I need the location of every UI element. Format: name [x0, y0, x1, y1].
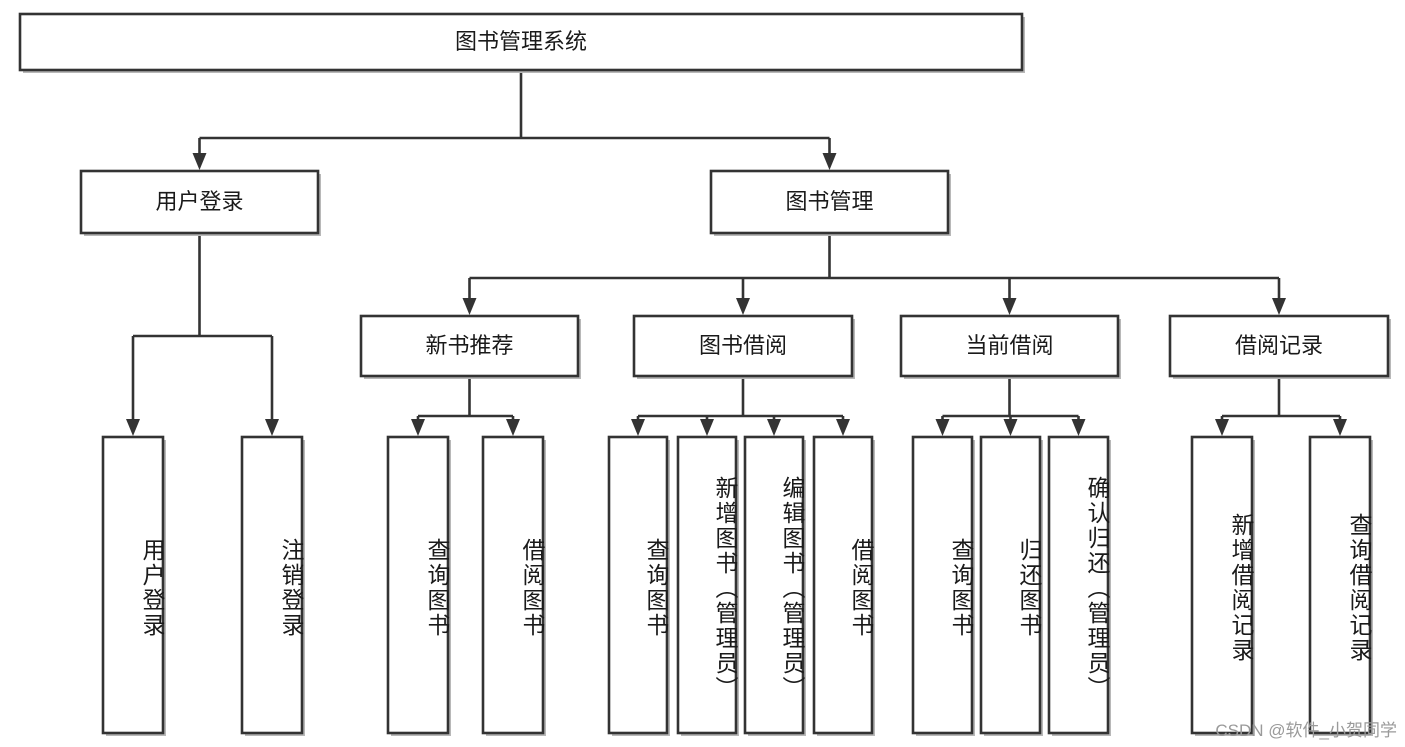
- node-leaf-query-book-1: [386, 435, 450, 735]
- label-borrow-record: 借阅记录: [1235, 333, 1323, 358]
- arrow-to-borrow-record: [1272, 298, 1286, 315]
- arrow-to-leaf-query-book-2: [631, 419, 645, 436]
- label-user-login: 用户登录: [155, 189, 243, 214]
- label-new-book-recommend: 新书推荐: [425, 333, 513, 358]
- node-box-layer: [18, 12, 1391, 736]
- node-book-borrow: [632, 314, 854, 378]
- arrow-to-leaf-borrow-book-2: [836, 419, 850, 436]
- node-leaf-query-record: [1308, 435, 1372, 735]
- node-leaf-edit-book: [743, 435, 805, 735]
- arrow-to-leaf-user-logout: [265, 419, 279, 436]
- node-root: [18, 12, 1024, 72]
- arrow-to-user-login: [192, 153, 207, 170]
- node-user-login: [79, 169, 320, 235]
- node-leaf-confirm-return: [1047, 435, 1110, 735]
- node-leaf-return-book: [979, 435, 1042, 735]
- arrow-to-new-book-recommend: [462, 298, 477, 315]
- watermark-text: CSDN @软件_小贺同学: [1215, 721, 1397, 740]
- arrow-to-leaf-query-book-1: [411, 419, 425, 436]
- arrow-to-leaf-add-book: [700, 419, 714, 436]
- arrow-to-leaf-query-record: [1333, 419, 1347, 436]
- arrow-to-current-borrow: [1002, 298, 1017, 315]
- arrow-to-leaf-return-book: [1003, 419, 1018, 436]
- node-book-manage: [709, 169, 950, 235]
- node-borrow-record: [1168, 314, 1390, 378]
- node-leaf-add-record: [1190, 435, 1254, 735]
- connector-layer: [126, 70, 1347, 436]
- node-leaf-add-book: [676, 435, 738, 735]
- label-book-manage: 图书管理: [785, 189, 873, 214]
- arrow-to-leaf-edit-book: [767, 419, 781, 436]
- arrow-to-leaf-add-record: [1215, 419, 1229, 436]
- node-leaf-borrow-book-1: [481, 435, 545, 735]
- arrow-to-leaf-user-login: [126, 419, 140, 436]
- node-leaf-borrow-book-2: [812, 435, 874, 735]
- label-root: 图书管理系统: [455, 29, 587, 54]
- node-new-book-recommend: [359, 314, 580, 378]
- label-book-borrow: 图书借阅: [699, 333, 787, 358]
- arrow-to-book-borrow: [736, 298, 750, 315]
- label-current-borrow: 当前借阅: [965, 333, 1053, 358]
- arrow-to-book-manage: [822, 153, 837, 170]
- arrow-to-leaf-confirm-return: [1071, 419, 1086, 436]
- arrow-to-leaf-borrow-book-1: [506, 419, 520, 436]
- node-leaf-user-logout: [240, 435, 304, 735]
- node-leaf-query-book-3: [911, 435, 974, 735]
- node-current-borrow: [899, 314, 1120, 378]
- node-leaf-user-login: [101, 435, 165, 735]
- node-leaf-query-book-2: [607, 435, 669, 735]
- arrow-to-leaf-query-book-3: [935, 419, 950, 436]
